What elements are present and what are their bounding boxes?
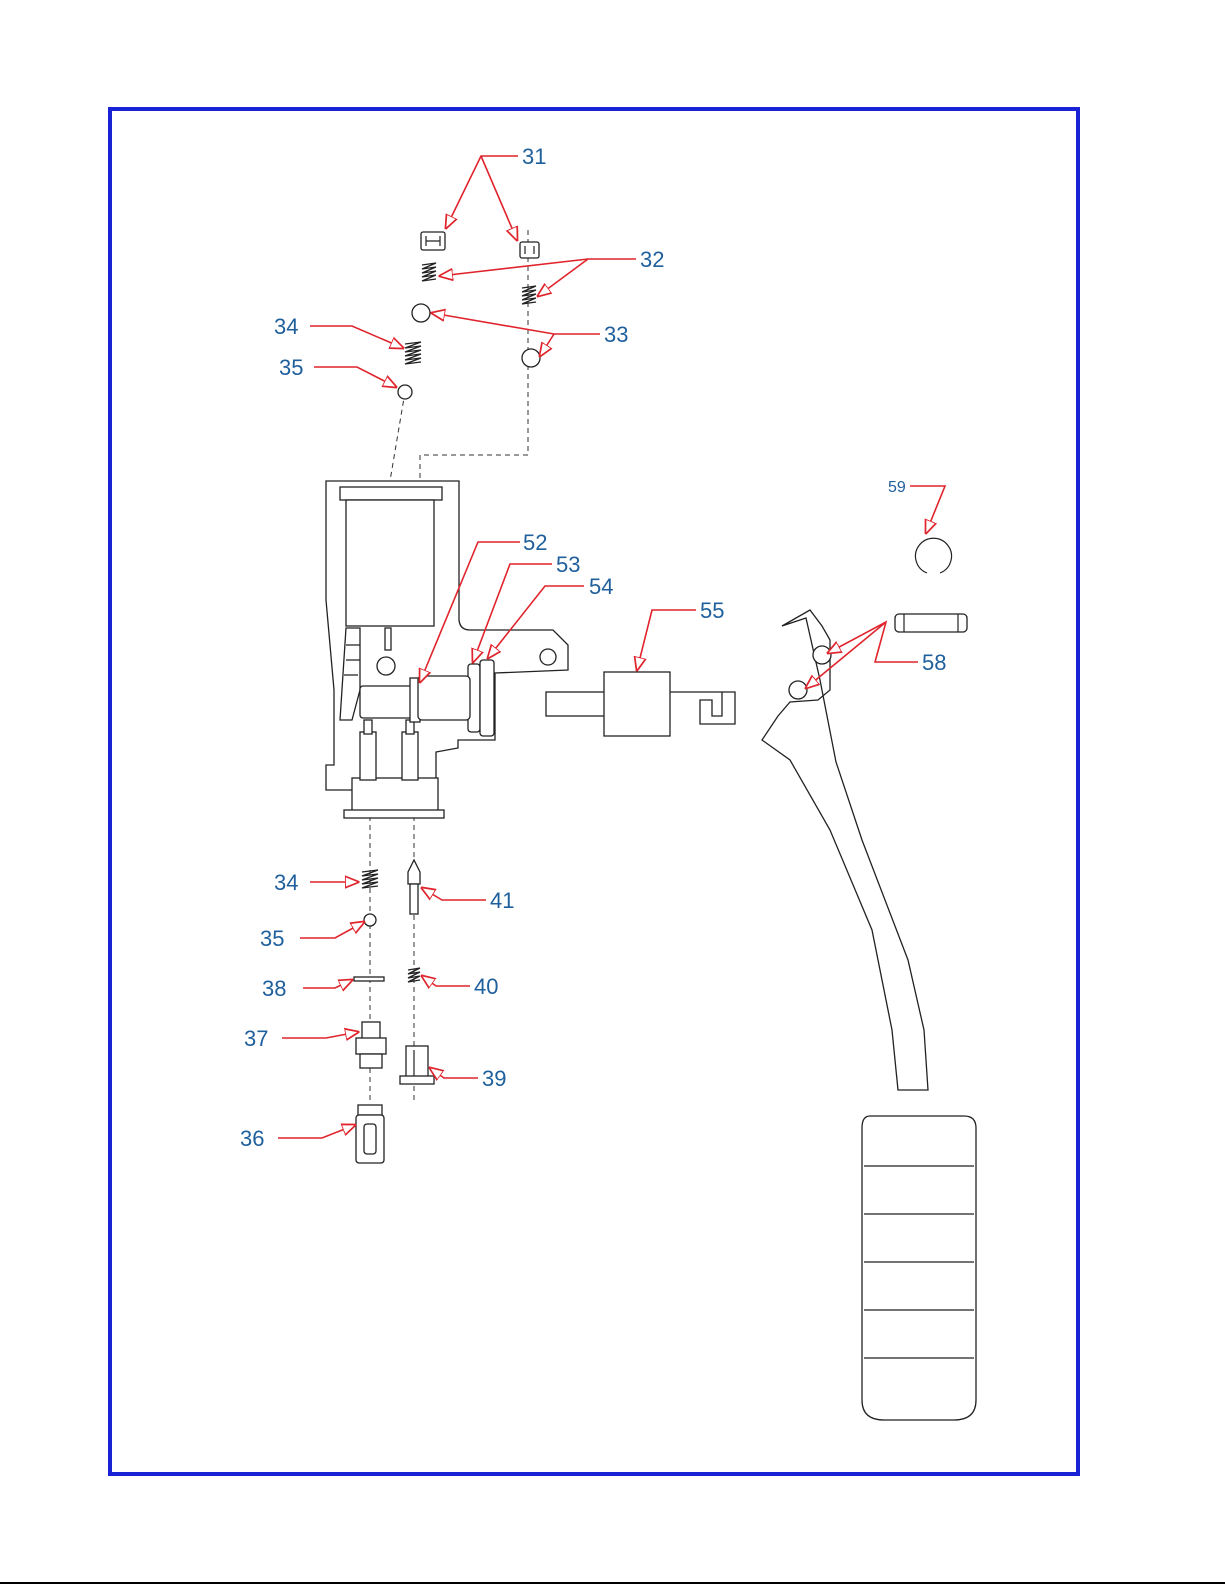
callout-36: 36	[240, 1126, 264, 1151]
callout-32: 32	[640, 247, 664, 272]
callout-35-bottom: 35	[260, 926, 284, 951]
part-38-washer	[354, 977, 384, 981]
part-54-seal	[480, 660, 494, 736]
part-59-snap-ring	[915, 538, 951, 573]
callout-52: 52	[523, 530, 547, 555]
part-33-ball-left	[412, 304, 430, 322]
callout-59: 59	[888, 479, 906, 496]
part-37-fitting	[356, 1022, 386, 1068]
part-55-plunger	[546, 672, 735, 736]
part-35-ball-bottom	[364, 914, 376, 926]
callout-33: 33	[604, 322, 628, 347]
part-39-fitting	[400, 1046, 434, 1084]
callout-34-bottom: 34	[274, 870, 298, 895]
part-32-spring-right	[522, 286, 536, 304]
part-34-spring-bottom	[362, 870, 378, 888]
callout-41: 41	[490, 888, 514, 913]
part-33-ball-right	[522, 349, 540, 367]
part-58-pin	[895, 614, 967, 632]
callout-35-top: 35	[279, 355, 303, 380]
callout-53: 53	[556, 552, 580, 577]
callout-58: 58	[922, 650, 946, 675]
pump-handle	[762, 610, 976, 1420]
part-52-piston-ring	[418, 676, 470, 720]
callout-31: 31	[522, 144, 546, 169]
callout-54: 54	[589, 574, 613, 599]
part-34-spring-top	[405, 342, 421, 364]
part-41-valve-pin	[408, 860, 420, 914]
callout-38: 38	[262, 976, 286, 1001]
callout-37: 37	[244, 1026, 268, 1051]
part-36-plug	[356, 1105, 384, 1163]
part-31-cap-right	[520, 242, 539, 258]
callout-39: 39	[482, 1066, 506, 1091]
callout-55: 55	[700, 598, 724, 623]
callout-34-top: 34	[274, 314, 298, 339]
part-31-cap-left	[421, 232, 445, 250]
part-35-ball-top	[398, 385, 412, 399]
part-32-spring-left	[422, 263, 436, 281]
callout-40: 40	[474, 974, 498, 999]
